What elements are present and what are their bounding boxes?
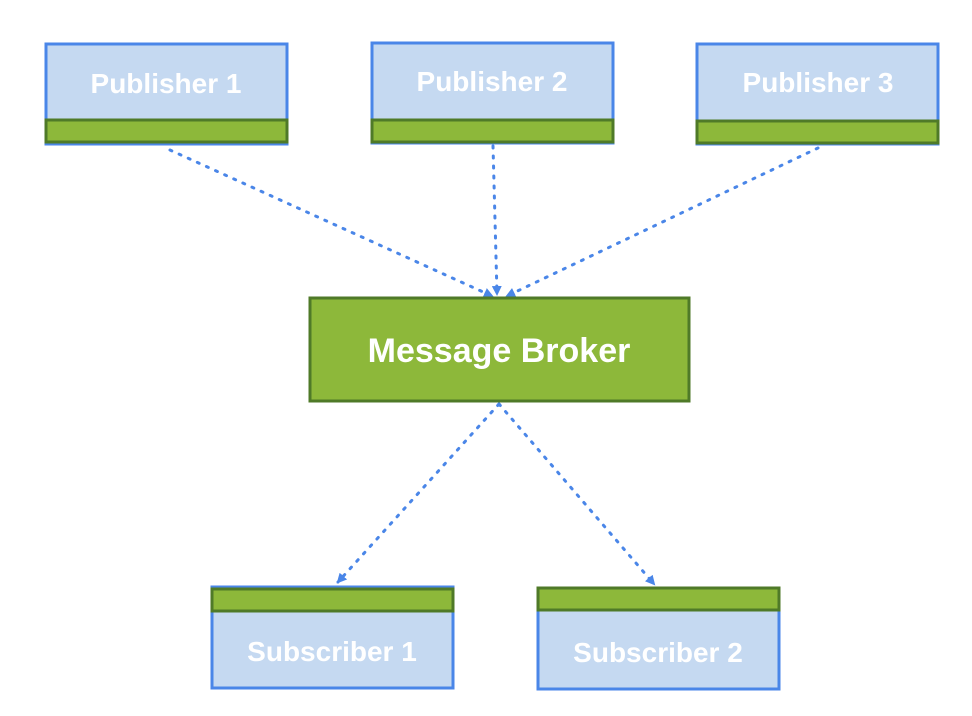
arrow-publisher-3-to-broker [505, 146, 820, 298]
publisher-3-bar [695, 119, 940, 145]
arrow-publisher-2-to-broker [491, 144, 502, 296]
subscriber-1-node: Subscriber 1 [210, 585, 455, 690]
message-broker-label: Message Broker [368, 332, 631, 370]
arrow-broker-to-subscriber-2 [497, 402, 656, 586]
subscriber-1-bar [210, 587, 455, 613]
publisher-2-bar [370, 118, 615, 144]
subscriber-1-label: Subscriber 1 [247, 636, 417, 667]
publisher-1-node: Publisher 1 [44, 42, 289, 146]
publisher-3-label: Publisher 3 [743, 67, 894, 98]
publisher-2-node: Publisher 2 [370, 41, 615, 145]
subscriber-2-bar [536, 586, 781, 612]
message-broker-node: Message Broker [308, 296, 691, 403]
arrow-broker-to-subscriber-1 [336, 402, 501, 584]
message-broker-box [308, 296, 691, 403]
publisher-1-bar [44, 118, 289, 144]
subscriber-2-label: Subscriber 2 [573, 637, 743, 668]
publisher-1-label: Publisher 1 [91, 68, 242, 99]
connectors [168, 144, 820, 586]
subscriber-2-node: Subscriber 2 [536, 586, 781, 691]
publisher-3-node: Publisher 3 [695, 42, 940, 146]
arrow-publisher-1-to-broker [168, 148, 494, 298]
publisher-2-label: Publisher 2 [417, 66, 568, 97]
